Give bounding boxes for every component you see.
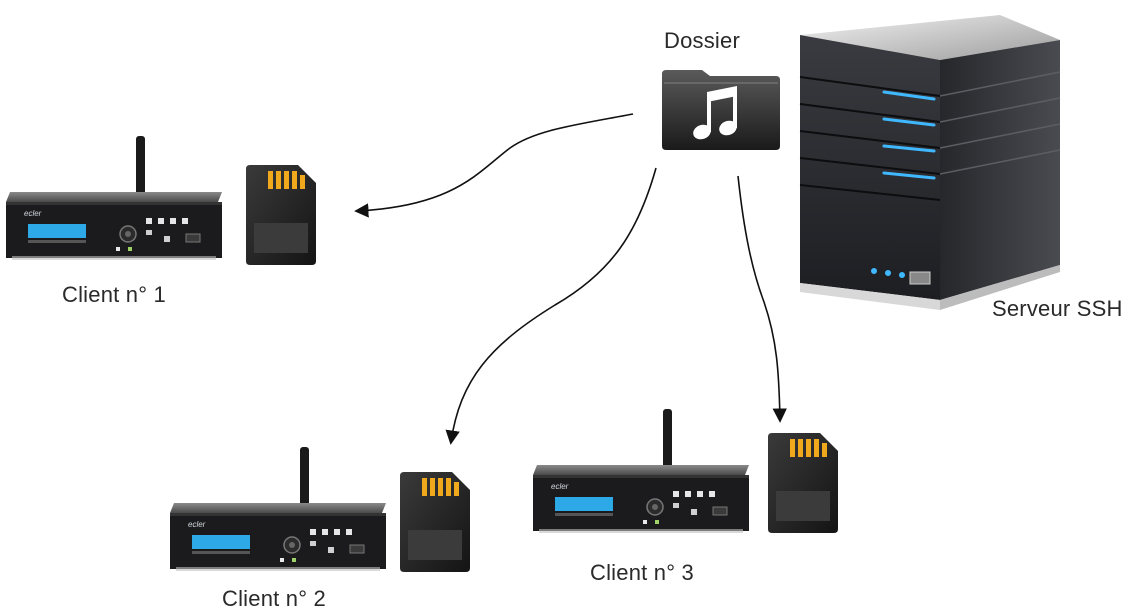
client-3-sd-card <box>768 433 838 533</box>
server-tower-icon <box>799 15 1061 310</box>
client-2-device <box>169 446 387 572</box>
client-1-device <box>5 135 223 261</box>
music-note-folder-icon <box>662 70 780 150</box>
arrow-to-client-1 <box>354 113 634 218</box>
server-label: Serveur SSH <box>992 296 1123 321</box>
client-2-sd-card <box>400 472 470 572</box>
client-1-sd-card <box>246 165 316 265</box>
arrow-to-client-2 <box>445 167 657 445</box>
client-2-label: Client n° 2 <box>222 586 326 611</box>
client-1-label: Client n° 1 <box>62 282 166 307</box>
folder-label: Dossier <box>664 28 740 53</box>
client-3-label: Client n° 3 <box>590 560 694 585</box>
client-3-device <box>532 408 750 534</box>
arrow-to-client-3 <box>737 175 787 423</box>
